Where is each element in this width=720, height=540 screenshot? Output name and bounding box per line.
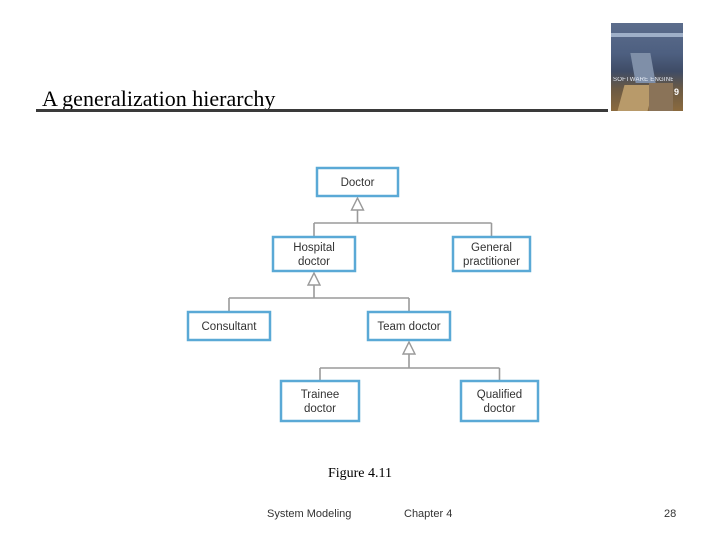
class-label-qualified-doctor: doctor <box>484 403 516 415</box>
class-label-general-practitioner: practitioner <box>463 256 520 268</box>
class-box-border <box>281 381 359 421</box>
class-label-general-practitioner: General <box>471 242 512 254</box>
class-label-hospital-doctor: doctor <box>298 256 330 268</box>
class-box-general-practitioner: General practitioner <box>453 237 530 271</box>
class-label-trainee-doctor: Trainee <box>301 389 340 401</box>
footer-page-number: 28 <box>664 508 676 520</box>
class-box-border <box>461 381 538 421</box>
figure-caption: Figure 4.11 <box>0 466 720 482</box>
connectors <box>229 198 500 381</box>
generalization-arrowhead <box>352 198 364 210</box>
generalization-arrowhead <box>403 342 415 354</box>
class-label-trainee-doctor: doctor <box>304 403 336 415</box>
footer-course-title: System Modeling <box>267 508 351 520</box>
generalization-arrowhead <box>308 273 320 285</box>
footer-chapter: Chapter 4 <box>404 508 452 520</box>
class-label-doctor: Doctor <box>341 177 375 189</box>
class-label-hospital-doctor: Hospital <box>293 242 335 254</box>
class-box-doctor: Doctor <box>317 168 398 196</box>
class-label-team-doctor: Team doctor <box>377 321 440 333</box>
class-label-consultant: Consultant <box>202 321 258 333</box>
class-box-team-doctor: Team doctor <box>368 312 450 340</box>
class-box-hospital-doctor: Hospital doctor <box>273 237 355 271</box>
class-box-trainee-doctor: Trainee doctor <box>281 381 359 421</box>
class-box-qualified-doctor: Qualified doctor <box>461 381 538 421</box>
class-label-qualified-doctor: Qualified <box>477 389 522 401</box>
class-box-consultant: Consultant <box>188 312 270 340</box>
